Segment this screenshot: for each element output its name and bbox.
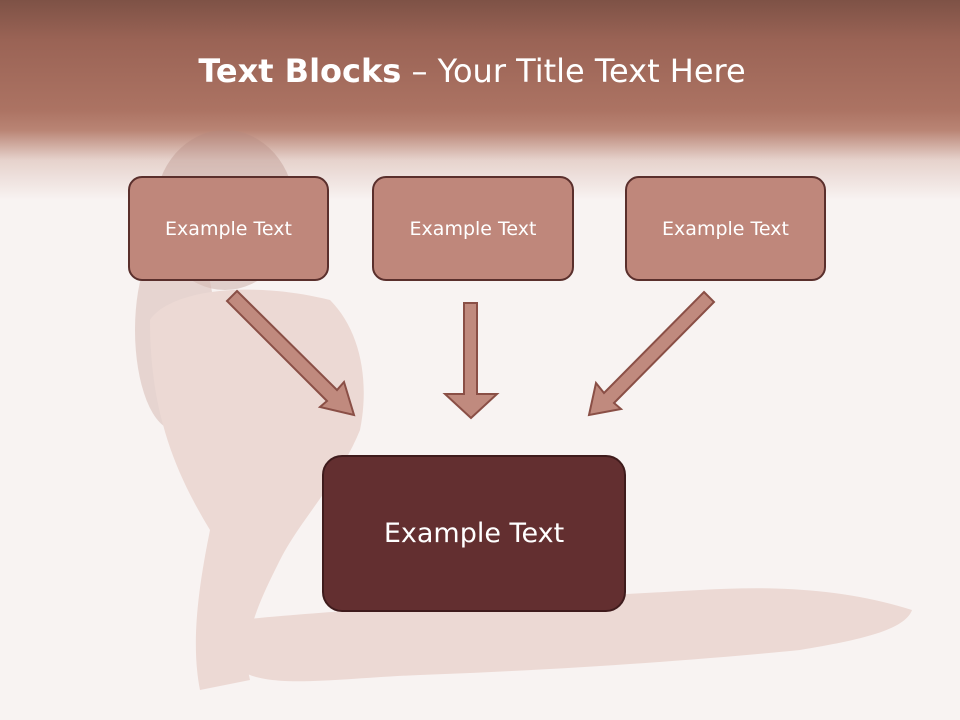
page-title-rest: – Your Title Text Here: [401, 52, 746, 90]
arrow-center: [442, 302, 500, 420]
text-block-1-label: Example Text: [165, 217, 292, 240]
text-block-2-label: Example Text: [409, 217, 537, 240]
main-text-block[interactable]: Example Text: [322, 455, 626, 612]
arrow-right: [587, 290, 716, 417]
text-block-3[interactable]: Example Text: [625, 176, 826, 281]
page-title: Text Blocks – Your Title Text Here: [0, 52, 944, 90]
text-block-2[interactable]: Example Text: [372, 176, 574, 281]
header-band: [0, 0, 960, 200]
arrow-left: [225, 289, 356, 417]
page-title-bold: Text Blocks: [198, 52, 402, 90]
text-block-3-label: Example Text: [662, 217, 789, 240]
main-text-block-label: Example Text: [383, 518, 565, 549]
text-block-1[interactable]: Example Text: [128, 176, 329, 281]
